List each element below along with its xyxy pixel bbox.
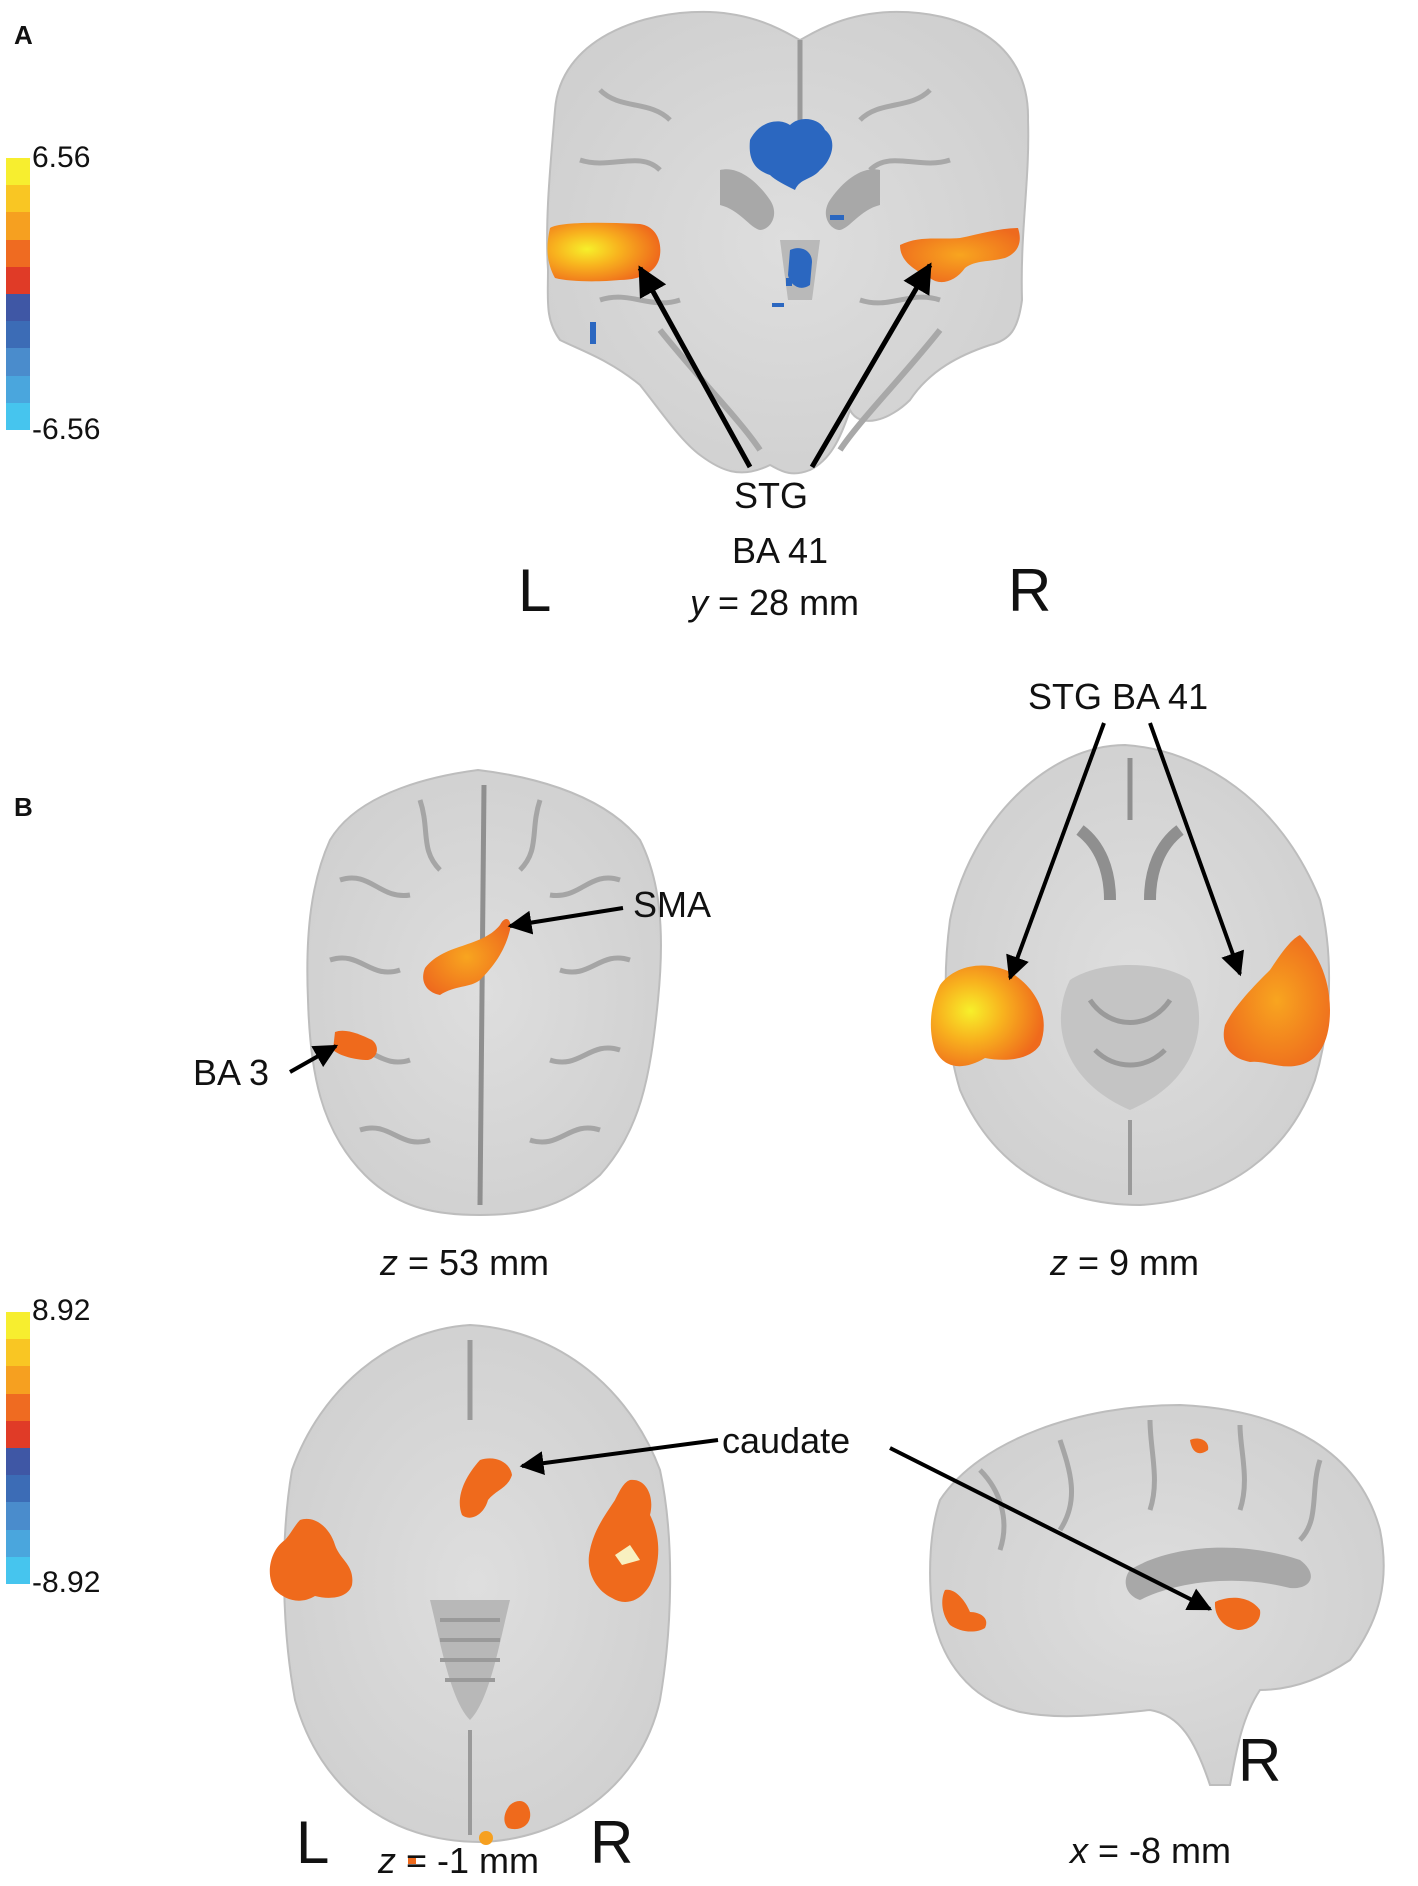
colorbar-swatch <box>6 321 30 349</box>
colorbar-swatch <box>6 375 30 403</box>
label-sma: SMA <box>633 884 712 925</box>
right-marker-bottom: R <box>590 1809 634 1876</box>
left-marker: L <box>518 557 552 624</box>
colorbar-swatch <box>6 1556 30 1585</box>
colorbar-swatch <box>6 1393 30 1421</box>
colorbar-swatch <box>6 1312 30 1340</box>
left-marker-bottom: L <box>296 1809 330 1876</box>
label-stg: STG <box>734 475 809 516</box>
panel-a-scale-max: 6.56 <box>32 141 91 174</box>
coord-axis: y <box>690 582 708 623</box>
coronal-brain <box>546 10 1030 475</box>
coord-axis: x <box>1070 1830 1088 1871</box>
coord-axis: z <box>378 1840 396 1881</box>
panel-b-scale-max: 8.92 <box>32 1294 91 1327</box>
colorbar-swatch <box>6 1339 30 1367</box>
coord-axis: z <box>380 1242 398 1283</box>
axial-brain-z9 <box>930 743 1331 1207</box>
coord-x-8-label: x = -8 mm <box>1070 1830 1231 1872</box>
coord-y-label: y = 28 mm <box>690 582 859 624</box>
colorbar-swatch <box>6 348 30 376</box>
colorbar-swatch <box>6 212 30 240</box>
colorbar-swatch <box>6 266 30 295</box>
colorbar-swatch <box>6 185 30 213</box>
coord-value: = 53 mm <box>398 1242 550 1283</box>
label-ba3: BA 3 <box>193 1052 270 1093</box>
colorbar-swatch <box>6 1448 30 1476</box>
colorbar-swatch <box>6 1366 30 1394</box>
coord-value: = 9 mm <box>1068 1242 1200 1283</box>
label-stg-ba41: STG BA 41 <box>1028 676 1209 717</box>
coord-value: = -8 mm <box>1088 1830 1232 1871</box>
colorbar-swatch <box>6 1502 30 1530</box>
panel-b-scale-min: -8.92 <box>32 1566 101 1599</box>
colorbar-swatch <box>6 1475 30 1503</box>
sagittal-brain <box>929 1403 1385 1786</box>
label-caudate: caudate <box>722 1420 851 1461</box>
axial-brain-z-1 <box>269 1323 672 1864</box>
right-marker-sagittal: R <box>1238 1727 1282 1794</box>
panel-a-letter: A <box>14 20 33 50</box>
right-marker: R <box>1008 557 1052 624</box>
colorbar-swatch <box>6 239 30 267</box>
label-ba41: BA 41 <box>732 530 829 571</box>
coord-axis: z <box>1050 1242 1068 1283</box>
colorbar-swatch <box>6 1529 30 1557</box>
panel-b-letter: B <box>14 792 33 822</box>
coord-z53-label: z = 53 mm <box>380 1242 549 1284</box>
coord-z-1-label: z = -1 mm <box>378 1840 539 1882</box>
coord-z9-label: z = 9 mm <box>1050 1242 1199 1284</box>
panel-a-scale-min: -6.56 <box>32 413 101 446</box>
panel-b-colorbar <box>6 1312 30 1585</box>
coord-value: = -1 mm <box>396 1840 540 1881</box>
axial-brain-z53 <box>306 768 662 1217</box>
coord-value: = 28 mm <box>708 582 860 623</box>
panel-a-colorbar <box>6 158 30 431</box>
colorbar-swatch <box>6 158 30 186</box>
colorbar-swatch <box>6 1420 30 1449</box>
colorbar-swatch <box>6 294 30 322</box>
colorbar-swatch <box>6 402 30 431</box>
